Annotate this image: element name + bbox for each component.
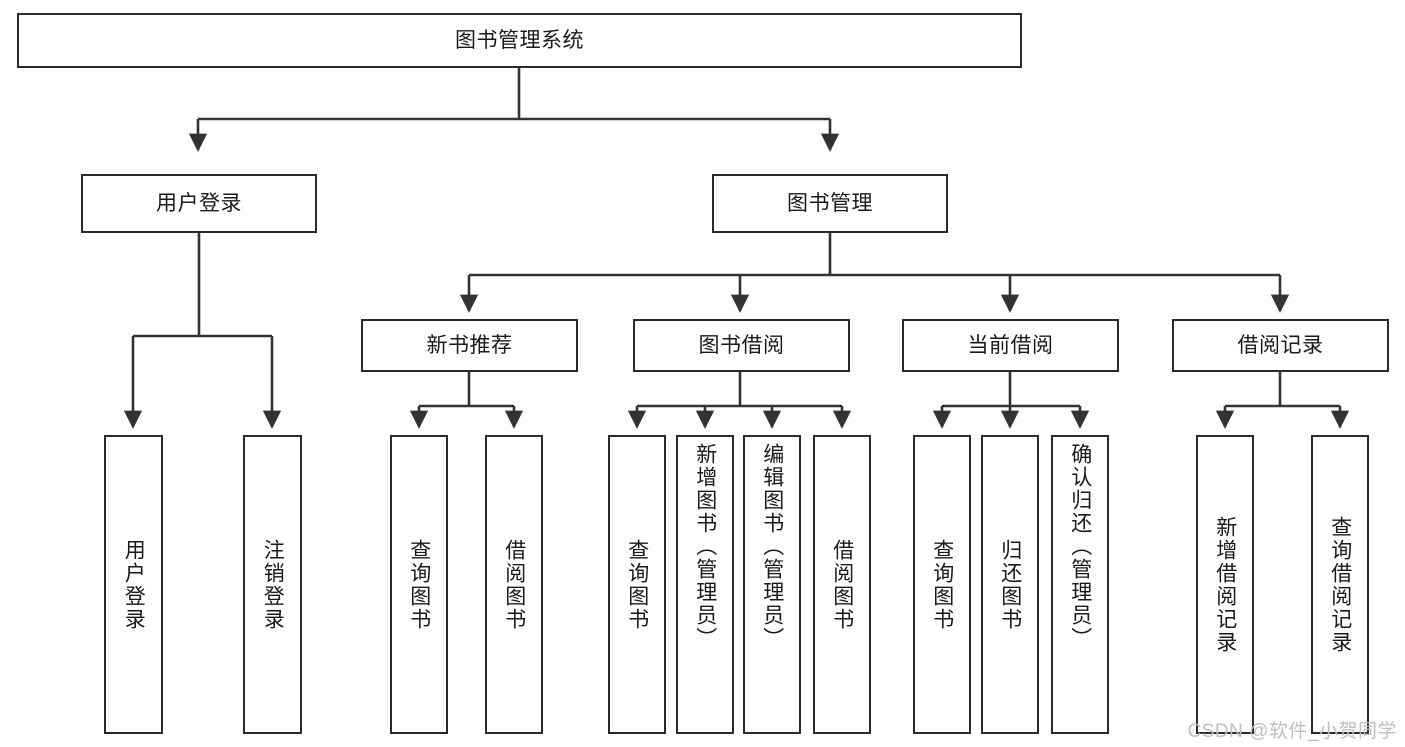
node-leaf-add-record[interactable]: 新增借阅记录 [1196, 435, 1254, 734]
node-leaf-return-book-label: 归还图书 [998, 538, 1022, 631]
node-new-book-recommend-label: 新书推荐 [426, 333, 513, 357]
node-current-borrow-label: 当前借阅 [967, 333, 1054, 357]
watermark-text: CSDN @软件_小贺同学 [1187, 721, 1397, 742]
node-leaf-query-record-label: 查询借阅记录 [1328, 515, 1352, 654]
node-user-login[interactable]: 用户登录 [81, 174, 317, 233]
node-root[interactable]: 图书管理系统 [17, 13, 1022, 68]
node-leaf-query-book-2[interactable]: 查询图书 [608, 435, 666, 734]
node-leaf-return-book[interactable]: 归还图书 [981, 435, 1039, 734]
node-leaf-add-book[interactable]: 新增图书（管理员） [676, 435, 734, 734]
node-user-login-label: 用户登录 [156, 191, 242, 215]
node-leaf-user-login-label: 用户登录 [122, 538, 146, 631]
node-leaf-add-record-label: 新增借阅记录 [1213, 515, 1237, 654]
node-root-label: 图书管理系统 [455, 28, 584, 52]
node-book-borrow[interactable]: 图书借阅 [633, 319, 850, 372]
node-leaf-add-book-label: 新增图书（管理员） [693, 443, 717, 650]
node-leaf-confirm-return[interactable]: 确认归还（管理员） [1051, 435, 1109, 734]
node-leaf-user-login[interactable]: 用户登录 [104, 435, 163, 734]
node-leaf-edit-book-label: 编辑图书（管理员） [760, 443, 784, 650]
node-leaf-query-book-1[interactable]: 查询图书 [390, 435, 448, 734]
node-book-management[interactable]: 图书管理 [712, 174, 948, 233]
node-leaf-query-record[interactable]: 查询借阅记录 [1311, 435, 1369, 734]
node-leaf-query-book-3-label: 查询图书 [930, 538, 954, 631]
node-leaf-query-book-2-label: 查询图书 [625, 538, 649, 631]
node-leaf-query-book-3[interactable]: 查询图书 [913, 435, 971, 734]
node-leaf-borrow-book-1-label: 借阅图书 [502, 538, 526, 631]
node-leaf-borrow-book-2-label: 借阅图书 [830, 538, 854, 631]
node-leaf-logout-login-label: 注销登录 [261, 538, 285, 631]
node-book-borrow-label: 图书借阅 [698, 333, 785, 357]
node-current-borrow[interactable]: 当前借阅 [902, 319, 1119, 372]
node-borrow-record-label: 借阅记录 [1237, 333, 1324, 357]
node-book-management-label: 图书管理 [787, 191, 873, 215]
node-leaf-query-book-1-label: 查询图书 [407, 538, 431, 631]
node-leaf-logout-login[interactable]: 注销登录 [243, 435, 302, 734]
node-leaf-borrow-book-2[interactable]: 借阅图书 [813, 435, 871, 734]
node-leaf-borrow-book-1[interactable]: 借阅图书 [485, 435, 543, 734]
node-new-book-recommend[interactable]: 新书推荐 [361, 319, 578, 372]
node-borrow-record[interactable]: 借阅记录 [1172, 319, 1389, 372]
node-leaf-confirm-return-label: 确认归还（管理员） [1068, 443, 1092, 650]
node-leaf-edit-book[interactable]: 编辑图书（管理员） [743, 435, 801, 734]
